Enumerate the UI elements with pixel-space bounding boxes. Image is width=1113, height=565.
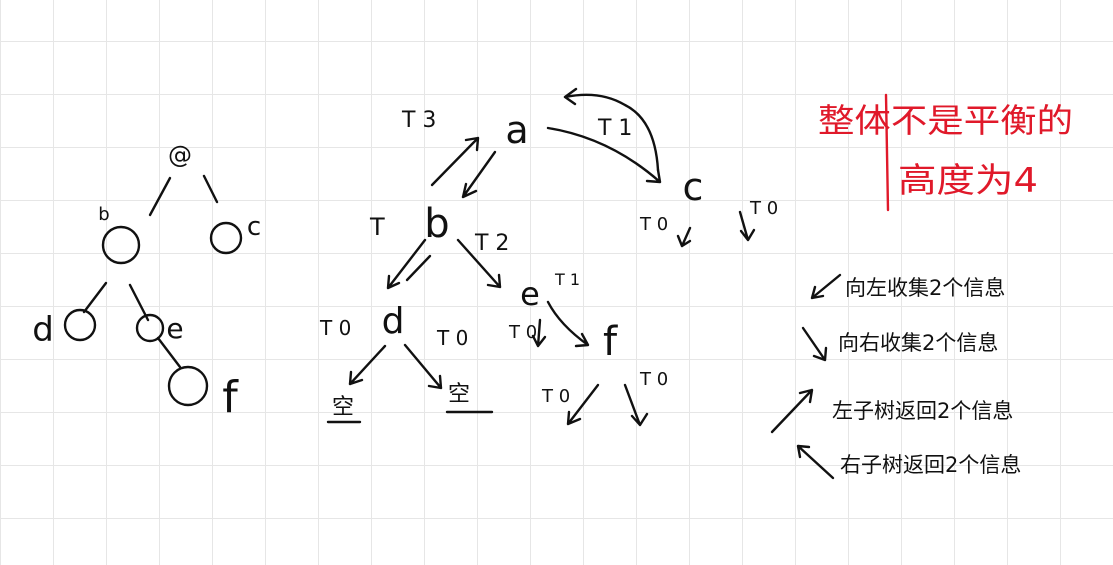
legend-arrow-right xyxy=(801,326,828,362)
tree-label-d: d xyxy=(32,310,54,350)
note-divider xyxy=(884,93,890,212)
arrow-c-to-a xyxy=(563,87,660,172)
arrow-c-right-down xyxy=(738,210,756,242)
legend-label-4: 右子树返回2个信息 xyxy=(840,453,1021,477)
arrow-d-to-empty-right xyxy=(403,343,443,390)
arrow-f-left-down xyxy=(566,383,600,426)
tree-label-e: e xyxy=(166,312,183,345)
tree-root-label: @ xyxy=(168,141,192,169)
label-e-left: T 0 xyxy=(508,322,537,343)
tree-label-c: c xyxy=(247,212,261,242)
legend-label-3: 左子树返回2个信息 xyxy=(832,399,1013,423)
arrow-e-down xyxy=(531,318,547,348)
tree-label-b: b xyxy=(98,204,109,225)
binary-tree: @ b c d e f xyxy=(32,141,261,423)
node-f: f xyxy=(603,319,618,365)
label-f-left: T 0 xyxy=(541,386,570,407)
edge-e-f xyxy=(156,336,182,369)
arrow-f-right-down xyxy=(623,383,649,427)
label-e-top: T 1 xyxy=(554,270,580,289)
arrow-b-to-d xyxy=(386,238,427,290)
label-d-left: T 0 xyxy=(319,316,351,340)
arrow-b-to-a xyxy=(430,136,480,187)
edge-b-e xyxy=(128,283,150,322)
node-e: e xyxy=(520,275,540,313)
legend-arrow-return-right xyxy=(796,444,835,480)
note-line2: 高度为4 xyxy=(898,161,1038,201)
tree-node-b xyxy=(101,225,141,265)
label-b-to-e: T 2 xyxy=(474,231,509,256)
note-line1: 整体不是平衡的 xyxy=(818,101,1073,140)
tree-node-c xyxy=(209,221,243,255)
edge-root-b xyxy=(148,176,172,217)
label-a: T 3 xyxy=(401,108,436,133)
label-b: T xyxy=(369,213,385,241)
balance-note: 整体不是平衡的 高度为4 xyxy=(818,93,1073,212)
legend-label-2: 向右收集2个信息 xyxy=(838,331,998,355)
legend-label-1: 向左收集2个信息 xyxy=(845,276,1005,300)
node-b: b xyxy=(424,201,449,247)
arrow-b-to-e xyxy=(456,238,502,289)
tree-node-e xyxy=(135,313,165,343)
label-c-right: T 0 xyxy=(749,198,778,219)
edge-b-d xyxy=(82,281,108,314)
arrow-e-to-f xyxy=(546,300,590,348)
label-f-right: T 0 xyxy=(639,369,668,390)
arrow-a-to-c xyxy=(546,126,662,184)
node-a: a xyxy=(505,108,528,152)
arrow-c-left-down xyxy=(676,226,692,248)
label-arc: T 1 xyxy=(597,116,632,141)
empty-leaf-left: 空 xyxy=(332,395,354,420)
recursion-diagram: a b c d e f T 3 T 1 T T 2 T 0 T 0 T 0 T … xyxy=(319,87,778,427)
tree-node-f xyxy=(167,365,209,407)
tree-node-d xyxy=(63,308,97,342)
arrow-d-to-empty-left xyxy=(348,344,387,386)
arrow-d-to-b xyxy=(405,254,432,282)
edge-root-c xyxy=(202,174,219,204)
label-d-right: T 0 xyxy=(436,326,468,350)
legend-arrow-left xyxy=(810,273,842,300)
arrow-legend: 向左收集2个信息 向右收集2个信息 左子树返回2个信息 右子树返回2个信息 xyxy=(770,273,1021,480)
arrow-a-to-b xyxy=(461,150,497,199)
legend-arrow-return-left xyxy=(770,388,814,434)
node-d: d xyxy=(382,301,405,342)
node-c: c xyxy=(683,165,704,209)
tree-label-f: f xyxy=(222,372,239,423)
empty-leaf-right: 空 xyxy=(448,382,470,407)
label-c-left: T 0 xyxy=(639,214,668,235)
